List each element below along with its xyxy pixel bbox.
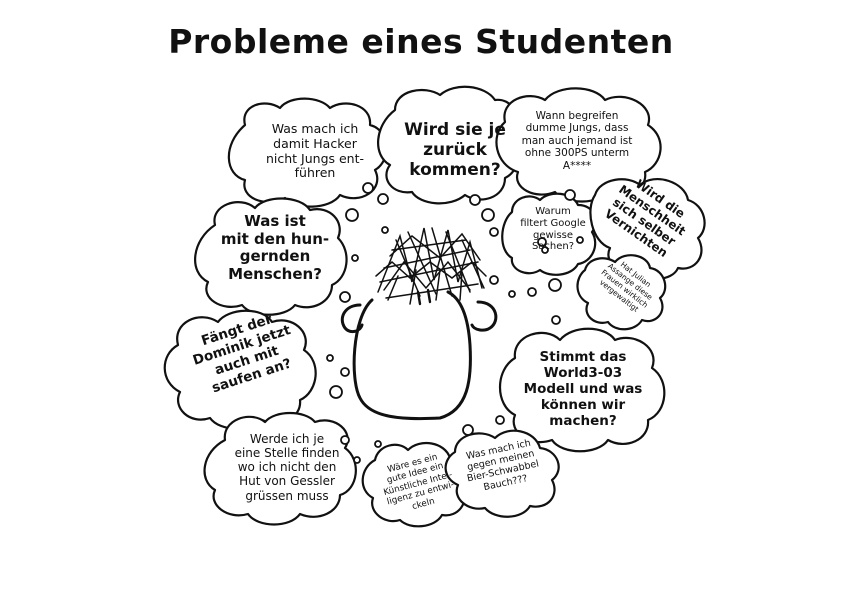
student-character (340, 227, 498, 421)
scribble-hair (375, 227, 487, 305)
thought-cloud-bauch (444, 429, 560, 518)
right-ear (470, 300, 498, 332)
page-title: Probleme eines Studenten (168, 22, 674, 61)
thought-cloud-dominik (163, 309, 317, 430)
thought-cloud-google (501, 192, 597, 276)
thought-cloud-jungs (495, 87, 662, 203)
left-ear (340, 303, 364, 334)
thought-cloud-menschheit (589, 178, 706, 280)
thought-cloud-gessler (203, 411, 357, 526)
thought-cloud-assange (576, 254, 667, 331)
thought-trail-circles (326, 182, 584, 464)
thought-hacker: Was mach ich damit Hacker nicht Jungs en… (265, 121, 365, 181)
thought-cloud-hungernden (194, 197, 348, 316)
thought-google: Warum filtert Google gewisse Sachen? (520, 206, 586, 253)
thought-gessler: Werde ich je eine Stelle finden wo ich n… (234, 432, 340, 503)
thought-world3: Stimmt das World3-03 Modell und was könn… (523, 349, 643, 429)
student-head (352, 290, 472, 421)
thought-cloud-hacker (227, 97, 388, 208)
thought-zurueck: Wird sie je zurück kommen? (404, 120, 506, 181)
thought-hungernden: Was ist mit den hun- gernden Menschen? (220, 212, 330, 284)
thought-cloud-zurueck (376, 85, 521, 205)
thought-cloud-ki (361, 441, 468, 528)
student-eyes (416, 288, 432, 306)
thought-jungs: Wann begreifen dumme Jungs, dass man auc… (521, 110, 633, 172)
thought-cloud-world3 (499, 327, 666, 453)
